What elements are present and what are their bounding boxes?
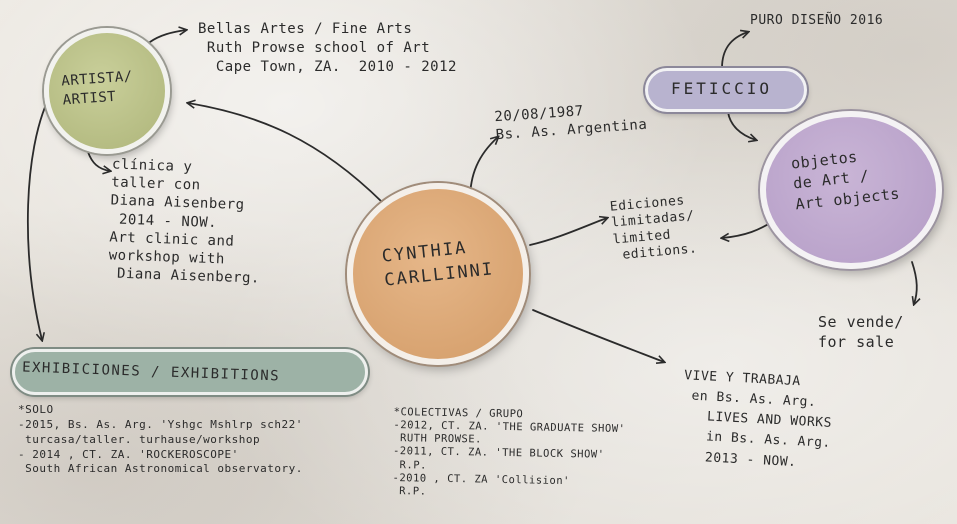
arrow-feticcio-to-puro-diseno bbox=[721, 32, 748, 69]
feticcio-node bbox=[645, 68, 807, 112]
arrow-objects-to-ediciones bbox=[722, 219, 776, 238]
exhibitions-node bbox=[12, 349, 368, 395]
arrow-center-to-ediciones bbox=[529, 218, 607, 246]
ediciones-note: Ediciones limitadas/ limited editions. bbox=[609, 193, 698, 264]
se-vende-note: Se vende/ for sale bbox=[818, 313, 904, 352]
feticcio-label: FETICCIO bbox=[671, 79, 773, 98]
arrow-artist-to-clinica bbox=[87, 151, 110, 171]
objects-node bbox=[760, 111, 942, 269]
group-exhibitions-list: *COLECTIVAS / GRUPO -2012, CT. ZA. 'THE … bbox=[392, 405, 626, 498]
solo-exhibitions-list: *SOLO -2015, Bs. As. Arg. 'Yshgc Mshlrp … bbox=[18, 403, 303, 476]
clinica-note: clínica y taller con Diana Aisenberg 201… bbox=[107, 156, 261, 287]
arrow-artist-to-fine-arts bbox=[149, 30, 186, 43]
puro-diseno-note: PURO DISEÑO 2016 bbox=[750, 13, 884, 28]
fine-arts-note: Bellas Artes / Fine Arts Ruth Prowse sch… bbox=[198, 21, 457, 75]
arrow-objects-to-se-vende bbox=[911, 261, 917, 304]
artist-node bbox=[44, 28, 170, 154]
arrow-artist-to-exhibitions bbox=[26, 99, 49, 340]
objects-label: objetos de Art / Art objects bbox=[790, 147, 901, 213]
vive-note: VIVE Y TRABAJA en Bs. As. Arg. LIVES AND… bbox=[679, 368, 833, 470]
arrow-feticcio-to-objects bbox=[727, 111, 756, 140]
center-node bbox=[347, 183, 529, 365]
arrow-center-to-artist bbox=[188, 103, 386, 206]
artist-label: ARTISTA/ ARTIST bbox=[60, 68, 134, 109]
arrow-center-to-vive bbox=[532, 309, 664, 362]
